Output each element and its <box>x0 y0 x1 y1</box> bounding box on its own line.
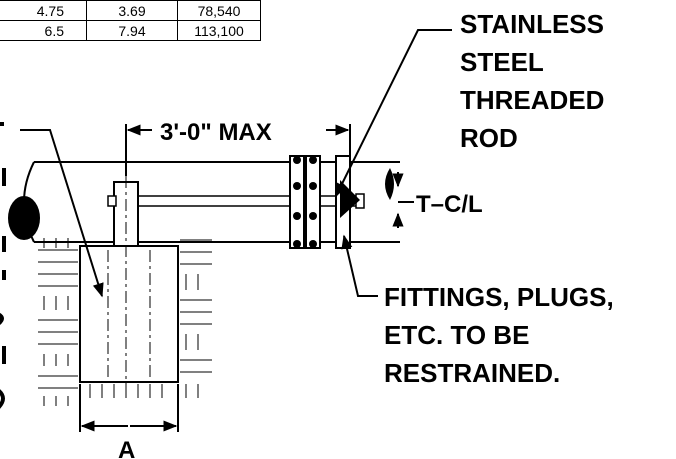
threaded-rod <box>138 193 365 209</box>
leader-block <box>20 129 104 298</box>
label-fittings-line1: FITTINGS, PLUGS, <box>384 282 614 312</box>
cropped-side-text <box>0 122 6 409</box>
table-row: 6.5 7.94 113,100 <box>0 20 261 41</box>
a-dimension <box>79 384 179 432</box>
table-cell: 113,100 <box>177 20 261 41</box>
label-fittings-line2: ETC. TO BE <box>384 320 529 350</box>
leader-rod <box>335 29 452 198</box>
label-fittings-line3: RESTRAINED. <box>384 358 560 388</box>
rod-data-table: 4.75 3.69 78,540 6.5 7.94 113,100 <box>0 0 261 41</box>
label-max-dim: 3'-0" MAX <box>160 119 272 146</box>
label-dim-a: A <box>118 437 135 459</box>
label-tee-cl: T–C/L <box>416 191 483 218</box>
label-rod-line2: STEEL <box>460 47 544 77</box>
centerlines <box>107 176 151 396</box>
label-rod-line1: STAINLESS <box>460 9 604 39</box>
tee-cl-arrows <box>392 172 414 228</box>
max-dimension <box>125 124 351 176</box>
clamp-bracket <box>113 181 139 247</box>
table-cell: 6.5 <box>0 20 87 41</box>
leader-fittings <box>341 234 378 297</box>
label-rod-line3: THREADED <box>460 85 604 115</box>
table-cell: 7.94 <box>86 20 178 41</box>
label-rod-line4: ROD <box>460 123 518 153</box>
thrust-block <box>79 245 179 383</box>
